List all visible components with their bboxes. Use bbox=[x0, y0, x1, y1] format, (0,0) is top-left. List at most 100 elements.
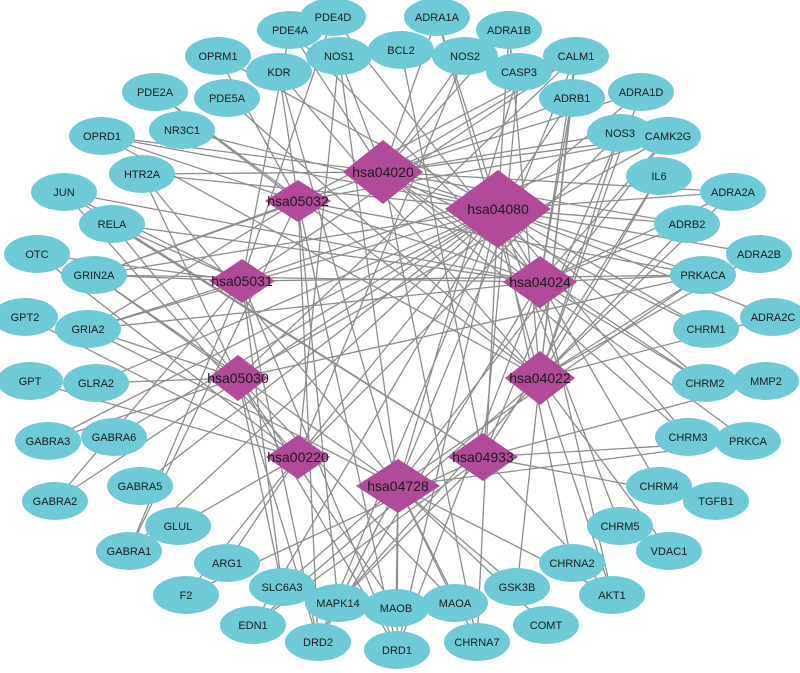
gene-node-comt[interactable]: COMT bbox=[513, 606, 579, 644]
edge-hsa00220-nos1 bbox=[297, 55, 340, 458]
gene-node-bcl2[interactable]: BCL2 bbox=[368, 31, 434, 69]
edge-hsa04728-calm1 bbox=[397, 55, 577, 487]
gene-label: ARG1 bbox=[212, 558, 242, 570]
gene-node-calm1[interactable]: CALM1 bbox=[543, 37, 609, 75]
gene-node-mmp2[interactable]: MMP2 bbox=[733, 362, 799, 400]
gene-node-chrm5[interactable]: CHRM5 bbox=[587, 507, 653, 545]
gene-node-maob[interactable]: MAOB bbox=[363, 589, 429, 627]
gene-ellipse bbox=[246, 53, 312, 91]
gene-ellipse bbox=[539, 79, 605, 117]
gene-node-gabra2[interactable]: GABRA2 bbox=[22, 482, 88, 520]
gene-node-casp3[interactable]: CASP3 bbox=[486, 53, 552, 91]
pathway-node-hsa05032[interactable]: hsa05032 bbox=[265, 180, 331, 222]
gene-node-adra1b[interactable]: ADRA1B bbox=[476, 11, 542, 49]
gene-node-gpt[interactable]: GPT bbox=[0, 362, 63, 400]
gene-ellipse bbox=[0, 298, 58, 336]
gene-node-chrm1[interactable]: CHRM1 bbox=[673, 310, 739, 348]
gene-node-mapk14[interactable]: MAPK14 bbox=[305, 584, 371, 622]
gene-node-adra2a[interactable]: ADRA2A bbox=[700, 173, 766, 211]
gene-node-chrna7[interactable]: CHRNA7 bbox=[444, 623, 510, 661]
pathway-layer: hsa04020 hsa04080 hsa05032 hsa05031 hsa04024… bbox=[207, 140, 577, 513]
gene-node-chrna2[interactable]: CHRNA2 bbox=[539, 544, 605, 582]
gene-node-kdr[interactable]: KDR bbox=[246, 53, 312, 91]
gene-node-adrb2[interactable]: ADRB2 bbox=[654, 205, 720, 243]
gene-ellipse bbox=[220, 606, 286, 644]
gene-label: DRD1 bbox=[382, 645, 412, 657]
gene-node-oprd1[interactable]: OPRD1 bbox=[69, 117, 135, 155]
edge-hsa05030-slc6a3 bbox=[237, 377, 283, 588]
gene-label: F2 bbox=[180, 590, 193, 602]
gene-node-adra2c[interactable]: ADRA2C bbox=[740, 298, 800, 336]
gene-node-drd2[interactable]: DRD2 bbox=[285, 623, 351, 661]
gene-node-vdac1[interactable]: VDAC1 bbox=[636, 532, 702, 570]
gene-node-chrm4[interactable]: CHRM4 bbox=[626, 467, 692, 505]
pathway-node-hsa04080[interactable]: hsa04080 bbox=[445, 170, 551, 248]
gene-node-prkaca[interactable]: PRKACA bbox=[670, 256, 736, 294]
gene-node-glul[interactable]: GLUL bbox=[145, 507, 211, 545]
gene-node-camk2g[interactable]: CAMK2G bbox=[635, 117, 701, 155]
gene-node-pde5a[interactable]: PDE5A bbox=[194, 79, 260, 117]
gene-node-prkca[interactable]: PRKCA bbox=[715, 422, 781, 460]
gene-label: CASP3 bbox=[501, 67, 537, 79]
gene-node-jun[interactable]: JUN bbox=[31, 173, 97, 211]
gene-node-nos3[interactable]: NOS3 bbox=[587, 114, 653, 152]
gene-node-arg1[interactable]: ARG1 bbox=[194, 544, 260, 582]
gene-node-otc[interactable]: OTC bbox=[4, 235, 70, 273]
gene-node-gria2[interactable]: GRIA2 bbox=[55, 310, 121, 348]
pathway-node-hsa05030[interactable]: hsa05030 bbox=[207, 355, 269, 401]
gene-ellipse bbox=[587, 114, 653, 152]
edge-hsa04024-rela bbox=[111, 223, 541, 283]
gene-node-maoa[interactable]: MAOA bbox=[422, 584, 488, 622]
edge-hsa04728-camk2g bbox=[397, 135, 669, 487]
gene-node-tgfb1[interactable]: TGFB1 bbox=[683, 482, 749, 520]
gene-node-gabra6[interactable]: GABRA6 bbox=[81, 418, 147, 456]
gene-node-pde2a[interactable]: PDE2A bbox=[122, 73, 188, 111]
edge-hsa04080-chrm4 bbox=[497, 208, 660, 487]
gene-node-chrm3[interactable]: CHRM3 bbox=[655, 418, 721, 456]
gene-node-edn1[interactable]: EDN1 bbox=[220, 606, 286, 644]
gene-node-rela[interactable]: RELA bbox=[79, 205, 145, 243]
gene-ellipse bbox=[636, 532, 702, 570]
gene-node-gsk3b[interactable]: GSK3B bbox=[484, 568, 550, 606]
pathway-node-hsa04022[interactable]: hsa04022 bbox=[505, 351, 575, 405]
pathway-node-hsa04933[interactable]: hsa04933 bbox=[448, 433, 518, 481]
gene-node-gabra1[interactable]: GABRA1 bbox=[96, 532, 162, 570]
edge-hsa04020-pde4a bbox=[289, 29, 384, 173]
gene-node-htr2a[interactable]: HTR2A bbox=[109, 155, 175, 193]
gene-node-glra2[interactable]: GLRA2 bbox=[63, 364, 129, 402]
gene-label: OPRM1 bbox=[198, 51, 237, 63]
pathway-node-hsa05031[interactable]: hsa05031 bbox=[209, 259, 275, 303]
pathway-node-hsa04020[interactable]: hsa04020 bbox=[343, 140, 423, 204]
pathway-node-hsa00220[interactable]: hsa00220 bbox=[266, 435, 330, 479]
gene-node-gpt2[interactable]: GPT2 bbox=[0, 298, 58, 336]
gene-node-gabra5[interactable]: GABRA5 bbox=[107, 467, 173, 505]
gene-node-drd1[interactable]: DRD1 bbox=[364, 631, 430, 669]
gene-node-adra1a[interactable]: ADRA1A bbox=[404, 0, 470, 36]
gene-node-pde4d[interactable]: PDE4D bbox=[300, 0, 366, 36]
gene-node-akt1[interactable]: AKT1 bbox=[579, 576, 645, 614]
pathway-node-hsa04024[interactable]: hsa04024 bbox=[503, 256, 577, 308]
pathway-diamond bbox=[266, 435, 330, 479]
gene-node-adra1d[interactable]: ADRA1D bbox=[608, 73, 674, 111]
edge-hsa04024-grin2a bbox=[93, 274, 541, 283]
gene-node-nr3c1[interactable]: NR3C1 bbox=[149, 111, 215, 149]
gene-node-gabra3[interactable]: GABRA3 bbox=[15, 422, 81, 460]
gene-node-grin2a[interactable]: GRIN2A bbox=[61, 256, 127, 294]
gene-node-f2[interactable]: F2 bbox=[153, 576, 219, 614]
gene-node-oprm1[interactable]: OPRM1 bbox=[185, 37, 251, 75]
gene-node-nos1[interactable]: NOS1 bbox=[306, 37, 372, 75]
gene-node-adrb1[interactable]: ADRB1 bbox=[539, 79, 605, 117]
edge-hsa04024-drd2 bbox=[317, 281, 541, 643]
gene-node-slc6a3[interactable]: SLC6A3 bbox=[249, 568, 315, 606]
pathway-label: hsa00220 bbox=[267, 449, 329, 465]
gene-node-il6[interactable]: IL6 bbox=[626, 157, 692, 195]
gene-ellipse bbox=[740, 298, 800, 336]
gene-node-adra2b[interactable]: ADRA2B bbox=[726, 235, 792, 273]
gene-node-nos2[interactable]: NOS2 bbox=[432, 37, 498, 75]
gene-label: PDE4A bbox=[272, 25, 309, 37]
gene-node-chrm2[interactable]: CHRM2 bbox=[672, 364, 738, 402]
gene-ellipse bbox=[626, 467, 692, 505]
pathway-node-hsa04728[interactable]: hsa04728 bbox=[356, 459, 440, 513]
gene-label: MAOA bbox=[439, 598, 472, 610]
